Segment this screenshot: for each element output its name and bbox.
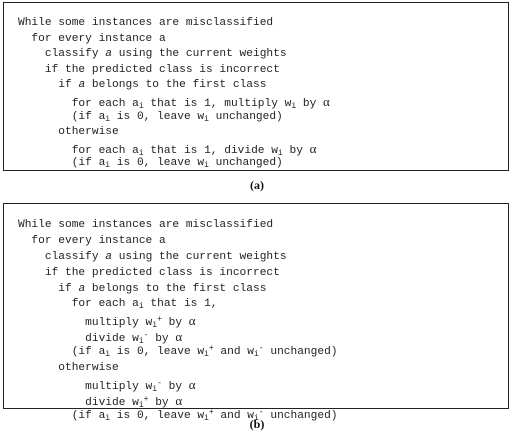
pseudocode-line: divide wi+ by α [18,392,183,410]
pseudocode-a: While some instances are misclassified f… [18,16,330,172]
pseudocode-line: classify a using the current weights [18,250,287,263]
pseudocode-line: for each ai that is 1, [18,298,218,312]
pseudocode-line: if a belongs to the first class [18,79,267,92]
pseudocode-line: While some instances are misclassified [18,219,274,231]
pseudocode-line: otherwise [18,362,119,375]
pseudocode-line: multiply wi- by α [18,376,196,394]
pseudocode-line: (if ai is 0, leave wi+ and wi- unchanged… [18,407,338,423]
pseudocode-line: While some instances are misclassified [18,17,274,29]
pseudocode-line: if the predicted class is incorrect [18,266,280,279]
pseudocode-b: While some instances are misclassified f… [18,218,338,425]
pseudocode-line: (if ai is 0, leave wi unchanged) [18,110,283,124]
algorithm-box-a: While some instances are misclassified f… [3,2,509,171]
pseudocode-line: classify a using the current weights [18,48,287,61]
pseudocode-line: otherwise [18,126,119,139]
pseudocode-line: for each ai that is 1, divide wi by α [18,140,317,158]
pseudocode-line: (if ai is 0, leave wi unchanged) [18,157,283,171]
algorithm-box-b: While some instances are misclassified f… [3,203,509,422]
pseudocode-line: for every instance a [18,32,166,45]
pseudocode-line: for every instance a [18,234,166,247]
caption-b: (b) [249,417,265,431]
pseudocode-line: divide wi- by α [18,329,183,347]
pseudocode-line: for each ai that is 1, multiply wi by α [18,93,330,111]
pseudocode-line: if a belongs to the first class [18,282,267,295]
pseudocode-line: multiply wi+ by α [18,313,196,331]
pseudocode-line: if the predicted class is incorrect [18,63,280,76]
caption-a: (a) [250,178,264,192]
pseudocode-line: (if ai is 0, leave wi+ and wi- unchanged… [18,344,338,360]
